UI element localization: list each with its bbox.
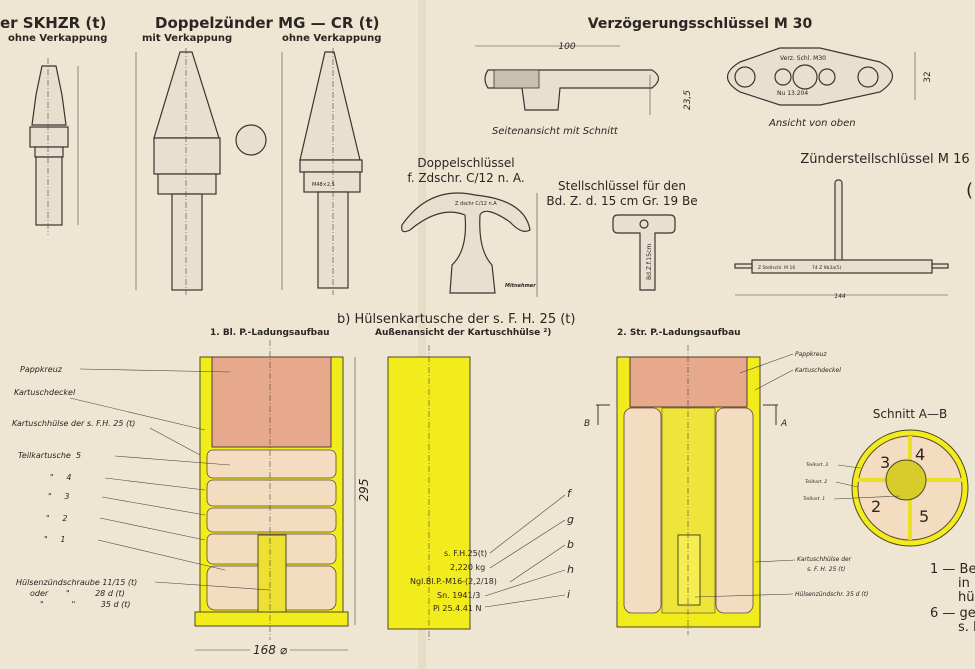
left-cartridge-labels: Pappkreuz Kartuschdeckel Kartuschhülse d…	[12, 365, 271, 609]
fuze-skhzr-title: er SKHZR (t)	[0, 14, 106, 32]
fuze-setter-engraving-1: Z Stellschl. M 16	[758, 265, 795, 271]
right-label-case-1: Kartuschhülse der	[797, 556, 852, 563]
paper-fold	[418, 0, 426, 669]
key-m30-engraving-2: Nu 13.204	[777, 90, 808, 97]
section-b-caption-center: Außenansicht der Kartuschhülse ²)	[375, 328, 551, 338]
key-m30-engraving-1: Verz. Schl. M30	[780, 55, 826, 62]
marking-weight: 2,220 kg	[450, 563, 485, 572]
marking-charge: Ngl.Bl.P.-M16-(2,2/18)	[410, 577, 497, 586]
fuze-setter-title: Zünderstellschlüssel M 16	[800, 152, 969, 167]
double-key-engraving: Z dschr C/12 n.A	[455, 201, 497, 207]
key-m30-drawing: Verzögerungsschlüssel M 30 100 23,5 Seit…	[475, 16, 933, 137]
key-m30-dim-height: 23,5	[683, 90, 693, 110]
section-number-2: 2	[871, 497, 881, 516]
legend-line-3: hü	[958, 590, 974, 605]
section-number-4: 4	[915, 445, 925, 464]
fuze-skhzr-subtitle: ohne Verkappung	[8, 33, 107, 44]
label-pappkreuz: Pappkreuz	[20, 365, 63, 374]
setting-key-title-1: Stellschlüssel für den	[558, 179, 686, 193]
legend-line-5: s. F	[958, 620, 975, 635]
right-label-primer: Hülsenzündschr. 35 d (t)	[795, 591, 868, 598]
legend-line-1: 1 — Be	[930, 562, 975, 577]
legend-partial: 1 — Be in hü 6 — get s. F	[930, 562, 975, 635]
setting-key-drawing: Stellschlüssel für den Bd. Z. d. 15 cm G…	[546, 179, 698, 291]
right-label-pappkreuz: Pappkreuz	[795, 351, 827, 358]
double-key-title-1: Doppelschlüssel	[417, 156, 514, 170]
setting-key-engraving: Bd.Z.f.15cm	[646, 244, 653, 280]
left-cartridge-dim-diameter: 168 ⌀	[253, 643, 288, 657]
letter-i: i	[567, 588, 570, 601]
right-label-case-2: s. F. H. 25 (t)	[807, 566, 845, 573]
letter-f: f	[567, 487, 573, 500]
double-key-title-2: f. Zdschr. C/12 n. A.	[407, 171, 524, 185]
key-m30-top-caption: Ansicht von oben	[768, 118, 856, 129]
section-label-teilkart-2: Teilkart. 2	[805, 479, 827, 485]
fuze-mgcr-caption-right: ohne Verkappung	[282, 33, 381, 44]
label-primer-1: Hülsenzündschraube 11/15 (t)	[16, 578, 137, 587]
fuze-setter-dim-length: 144	[834, 293, 846, 300]
fuze-mgcr-title: Doppelzünder MG — CR (t)	[155, 14, 380, 32]
right-cartridge-drawing: Pappkreuz Kartuschdeckel B A Kartuschhül…	[584, 345, 868, 635]
double-key-drawing: Doppelschlüssel f. Zdschr. C/12 n. A. Z …	[401, 156, 538, 297]
label-teilkartusche-3: " 3	[48, 492, 69, 501]
left-cartridge-dim-height: 295	[357, 479, 371, 502]
fuze-setter-engraving-2: 74 Z 9b3a(5)	[812, 265, 842, 271]
key-m30-title: Verzögerungsschlüssel M 30	[588, 16, 813, 32]
legend-line-4: 6 — get	[930, 606, 975, 621]
section-b-title: b) Hülsenkartusche der s. F. H. 25 (t)	[337, 312, 575, 327]
fuze-mgcr-caption-left: mit Verkappung	[142, 33, 232, 44]
label-teilkartusche-2: " 2	[46, 514, 67, 523]
label-teilkartusche-4: " 4	[50, 473, 71, 482]
letter-g: g	[567, 513, 574, 526]
setting-key-title-2: Bd. Z. d. 15 cm Gr. 19 Be	[546, 194, 697, 208]
label-teilkartusche-1: " 1	[44, 535, 65, 544]
label-kartuschdeckel: Kartuschdeckel	[14, 388, 76, 397]
left-cartridge-drawing: 295 168 ⌀	[194, 340, 371, 657]
cut-label-a: A	[780, 419, 787, 429]
center-cartridge-drawing: s. F.H.25(t) 2,220 kg Ngl.Bl.P.-M16-(2,2…	[387, 345, 574, 640]
marking-date: Pi 25.4.41 N	[433, 604, 481, 613]
key-m30-dim-length: 100	[558, 42, 575, 52]
section-label-teilkart-1: Teilkart. 1	[803, 496, 825, 502]
right-label-kartuschdeckel: Kartuschdeckel	[795, 367, 841, 374]
edge-glyph: (	[966, 180, 973, 201]
marking-lot: Sn. 1941/3	[437, 591, 480, 600]
thread-label: M48×2,5	[312, 182, 335, 188]
cut-label-b: B	[584, 419, 590, 429]
key-m30-side-caption: Seitenansicht mit Schnitt	[492, 126, 619, 137]
legend-line-2: in	[958, 576, 970, 591]
section-number-3: 3	[880, 453, 890, 472]
label-primer-3: " " 35 d (t)	[40, 600, 130, 609]
label-teilkartusche-5: Teilkartusche 5	[18, 451, 81, 460]
letter-h: h	[567, 563, 574, 576]
letter-b: b	[567, 538, 574, 551]
section-label-teilkart-3: Teilkart. 3	[806, 462, 828, 468]
label-kartuschhuelse: Kartuschhülse der s. F.H. 25 (t)	[12, 419, 135, 428]
section-ab-drawing: Schnitt A—B 3 4 2 5 Teilkart. 3 Teilkart…	[803, 407, 969, 547]
section-ab-title: Schnitt A—B	[873, 407, 947, 421]
fuze-skhzr-drawing: er SKHZR (t) ohne Verkappung	[0, 14, 107, 235]
section-b-caption-right: 2. Str. P.-Ladungsaufbau	[617, 328, 741, 338]
double-key-label-driver: Mitnehmer	[505, 283, 536, 289]
section-b-caption-left: 1. Bl. P.-Ladungsaufbau	[210, 328, 330, 338]
section-number-5: 5	[919, 507, 929, 526]
marking-type: s. F.H.25(t)	[444, 549, 487, 558]
fuze-setter-drawing: Zünderstellschlüssel M 16 Z Stellschl. M…	[734, 152, 970, 300]
label-primer-2: oder " 28 d (t)	[30, 589, 125, 598]
key-m30-dim-width: 32	[923, 71, 933, 82]
fuze-mgcr-drawing: Doppelzünder MG — CR (t) mit Verkappung …	[135, 14, 381, 295]
